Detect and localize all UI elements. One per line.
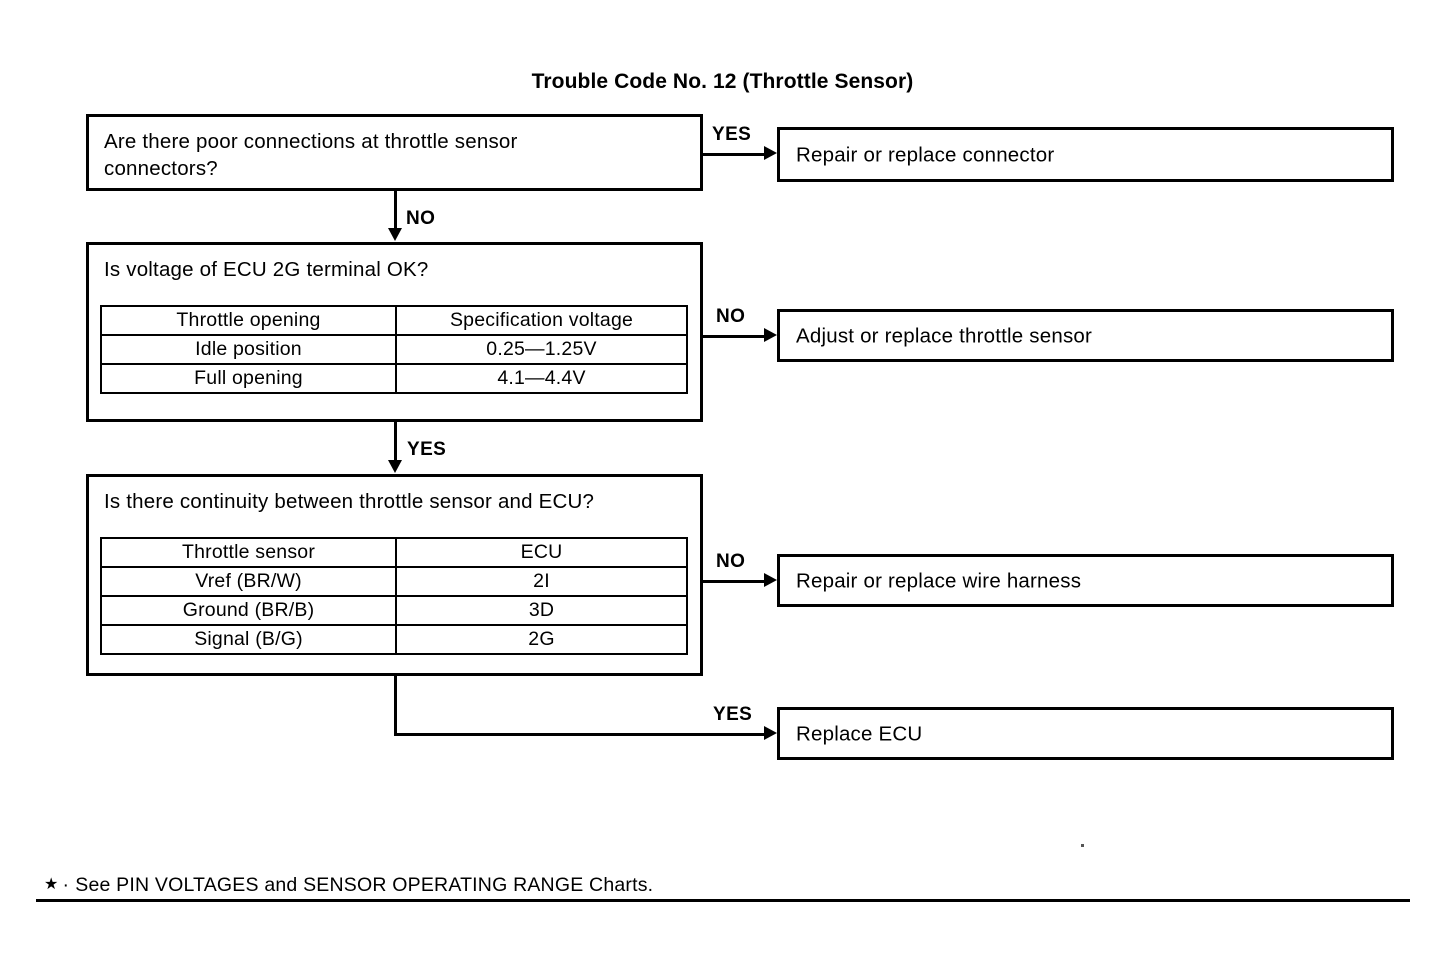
branch-label-step1-yes: YES [712, 124, 752, 145]
table-row: Ground (BR/B) 3D [100, 595, 688, 626]
table-header-cell: Throttle opening [100, 305, 397, 336]
table-row: Idle position 0.25—1.25V [100, 334, 688, 365]
voltage-spec-table: Throttle opening Specification voltage I… [100, 305, 688, 394]
branch-label-step2-no: NO [716, 306, 746, 327]
connector-step1-no-line [394, 191, 397, 231]
connector-step3-yes-horizontal [394, 733, 766, 736]
table-header-cell: Specification voltage [395, 305, 688, 336]
action-box-repair-replace-connector: Repair or replace connector [777, 127, 1394, 182]
footnote: ★·See PIN VOLTAGES and SENSOR OPERATING … [44, 874, 653, 897]
action-text-2: Adjust or replace throttle sensor [796, 324, 1093, 347]
table-header-cell: Throttle sensor [100, 537, 397, 568]
connector-step2-no-arrow [764, 328, 777, 342]
table-row: Vref (BR/W) 2I [100, 566, 688, 597]
table-row: Signal (B/G) 2G [100, 624, 688, 655]
action-box-repair-replace-wire-harness: Repair or replace wire harness [777, 554, 1394, 607]
branch-label-step2-yes: YES [407, 439, 447, 460]
table-row: Throttle opening Specification voltage [100, 305, 688, 336]
connector-step3-yes-vertical [394, 676, 397, 736]
action-text-1: Repair or replace connector [796, 143, 1055, 166]
connector-step1-yes-line [703, 153, 766, 156]
decision-box-poor-connections: Are there poor connections at throttle s… [86, 114, 703, 191]
branch-label-step3-yes: YES [713, 704, 753, 725]
table-cell: Vref (BR/W) [100, 566, 397, 597]
decision-question-2: Is voltage of ECU 2G terminal OK? [104, 258, 429, 281]
connector-step3-yes-arrow [764, 726, 777, 740]
connector-step1-yes-arrow [764, 146, 777, 160]
branch-label-step3-no: NO [716, 551, 746, 572]
footnote-text: See PIN VOLTAGES and SENSOR OPERATING RA… [75, 874, 654, 896]
star-icon: ★ [44, 876, 59, 893]
connector-step1-no-arrow [388, 228, 402, 241]
table-cell: Ground (BR/B) [100, 595, 397, 626]
connector-step2-yes-line [394, 422, 397, 463]
footnote-dot: · [62, 874, 70, 896]
action-box-adjust-replace-throttle-sensor: Adjust or replace throttle sensor [777, 309, 1394, 362]
table-cell: 3D [395, 595, 688, 626]
table-cell: 2I [395, 566, 688, 597]
action-text-3: Repair or replace wire harness [796, 569, 1082, 592]
continuity-table: Throttle sensor ECU Vref (BR/W) 2I Groun… [100, 537, 688, 655]
connector-step3-no-line [703, 580, 766, 583]
table-cell: 4.1—4.4V [395, 363, 688, 394]
table-row: Throttle sensor ECU [100, 537, 688, 568]
table-cell: Full opening [100, 363, 397, 394]
connector-step2-no-line [703, 335, 766, 338]
table-header-cell: ECU [395, 537, 688, 568]
action-text-4: Replace ECU [796, 722, 923, 745]
bottom-divider [36, 899, 1410, 902]
page-title: Trouble Code No. 12 (Throttle Sensor) [531, 70, 914, 93]
table-cell: Signal (B/G) [100, 624, 397, 655]
table-cell: 2G [395, 624, 688, 655]
table-cell: 0.25—1.25V [395, 334, 688, 365]
connector-step3-no-arrow [764, 573, 777, 587]
connector-step2-yes-arrow [388, 460, 402, 473]
table-cell: Idle position [100, 334, 397, 365]
print-artifact [1081, 844, 1084, 847]
decision-question-3: Is there continuity between throttle sen… [104, 490, 595, 513]
table-row: Full opening 4.1—4.4V [100, 363, 688, 394]
branch-label-step1-no: NO [406, 208, 436, 229]
decision-question-1: Are there poor connections at throttle s… [104, 130, 518, 180]
action-box-replace-ecu: Replace ECU [777, 707, 1394, 760]
